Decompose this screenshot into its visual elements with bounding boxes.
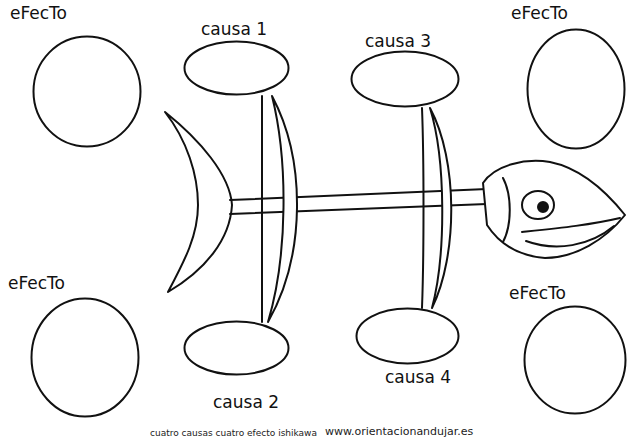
effect-oval: eFecTo bbox=[30, 297, 140, 418]
oval-heading: eFecTo bbox=[509, 283, 566, 303]
oval-heading: causa 4 bbox=[385, 367, 451, 387]
bone bbox=[268, 96, 297, 322]
bone-line bbox=[261, 96, 263, 322]
bone-line bbox=[422, 108, 424, 308]
oval-outline bbox=[350, 50, 460, 108]
fish-pupil bbox=[538, 202, 548, 212]
fish-eye bbox=[522, 191, 554, 219]
effect-oval: eFecTo bbox=[32, 35, 142, 148]
cause-oval: causa 1 bbox=[183, 40, 290, 96]
cause-oval: causa 3 bbox=[350, 50, 460, 108]
oval-outline bbox=[526, 28, 626, 150]
gill-line bbox=[503, 178, 510, 242]
oval-heading: eFecTo bbox=[8, 273, 65, 293]
fish-head bbox=[483, 161, 625, 258]
oval-outline bbox=[183, 40, 290, 96]
oval-outline bbox=[355, 307, 460, 365]
oval-heading: causa 1 bbox=[201, 19, 267, 39]
oval-outline bbox=[30, 297, 140, 418]
oval-heading: eFecTo bbox=[511, 3, 568, 23]
cause-oval: causa 2 bbox=[183, 320, 290, 376]
bone bbox=[430, 108, 451, 308]
oval-outline bbox=[183, 320, 290, 376]
oval-heading: eFecTo bbox=[10, 3, 67, 23]
oval-outline bbox=[523, 305, 627, 415]
oval-heading: causa 3 bbox=[365, 31, 431, 51]
effect-oval: eFecTo bbox=[526, 28, 626, 150]
effect-oval: eFecTo bbox=[523, 305, 627, 415]
footer-note: cuatro causas cuatro efecto ishikawa bbox=[150, 428, 317, 438]
oval-outline bbox=[32, 35, 142, 148]
cause-oval: causa 4 bbox=[355, 307, 460, 365]
watermark: www.orientacionandujar.es bbox=[325, 425, 473, 438]
tail-fin bbox=[165, 112, 232, 292]
fish-lip bbox=[526, 226, 614, 246]
oval-heading: causa 2 bbox=[213, 392, 279, 412]
fish-mouth bbox=[522, 218, 620, 232]
